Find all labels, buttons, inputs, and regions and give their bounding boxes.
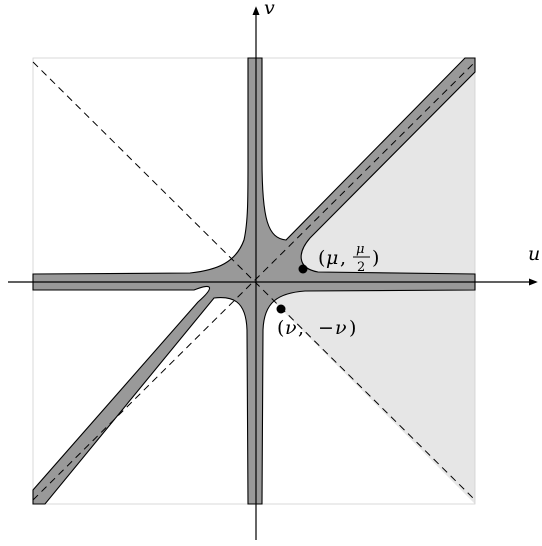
v-axis-label: v bbox=[264, 0, 275, 19]
svg-text:): ) bbox=[349, 317, 356, 339]
band-region bbox=[32, 57, 476, 505]
nu-point-marker bbox=[276, 304, 286, 314]
u-axis-label: u bbox=[528, 243, 540, 265]
svg-text:(: ( bbox=[277, 317, 284, 339]
svg-text:μ: μ bbox=[326, 247, 338, 269]
mu-point-marker bbox=[298, 264, 308, 274]
dashed-diagonal-anti bbox=[32, 61, 476, 501]
dashed-diagonal-main bbox=[32, 61, 476, 501]
svg-text:): ) bbox=[372, 247, 379, 269]
svg-text:,: , bbox=[298, 317, 304, 339]
svg-text:(: ( bbox=[318, 247, 325, 269]
nu-point-label: ( ν , − ν ) bbox=[277, 317, 356, 339]
svg-text:ν: ν bbox=[285, 317, 297, 339]
svg-text:2: 2 bbox=[357, 260, 365, 275]
svg-text:ν: ν bbox=[335, 317, 347, 339]
svg-text:−: − bbox=[318, 317, 334, 339]
mu-point-label: ( μ , μ 2 ) bbox=[318, 242, 379, 275]
svg-text:μ: μ bbox=[356, 242, 364, 257]
svg-text:,: , bbox=[340, 247, 346, 269]
